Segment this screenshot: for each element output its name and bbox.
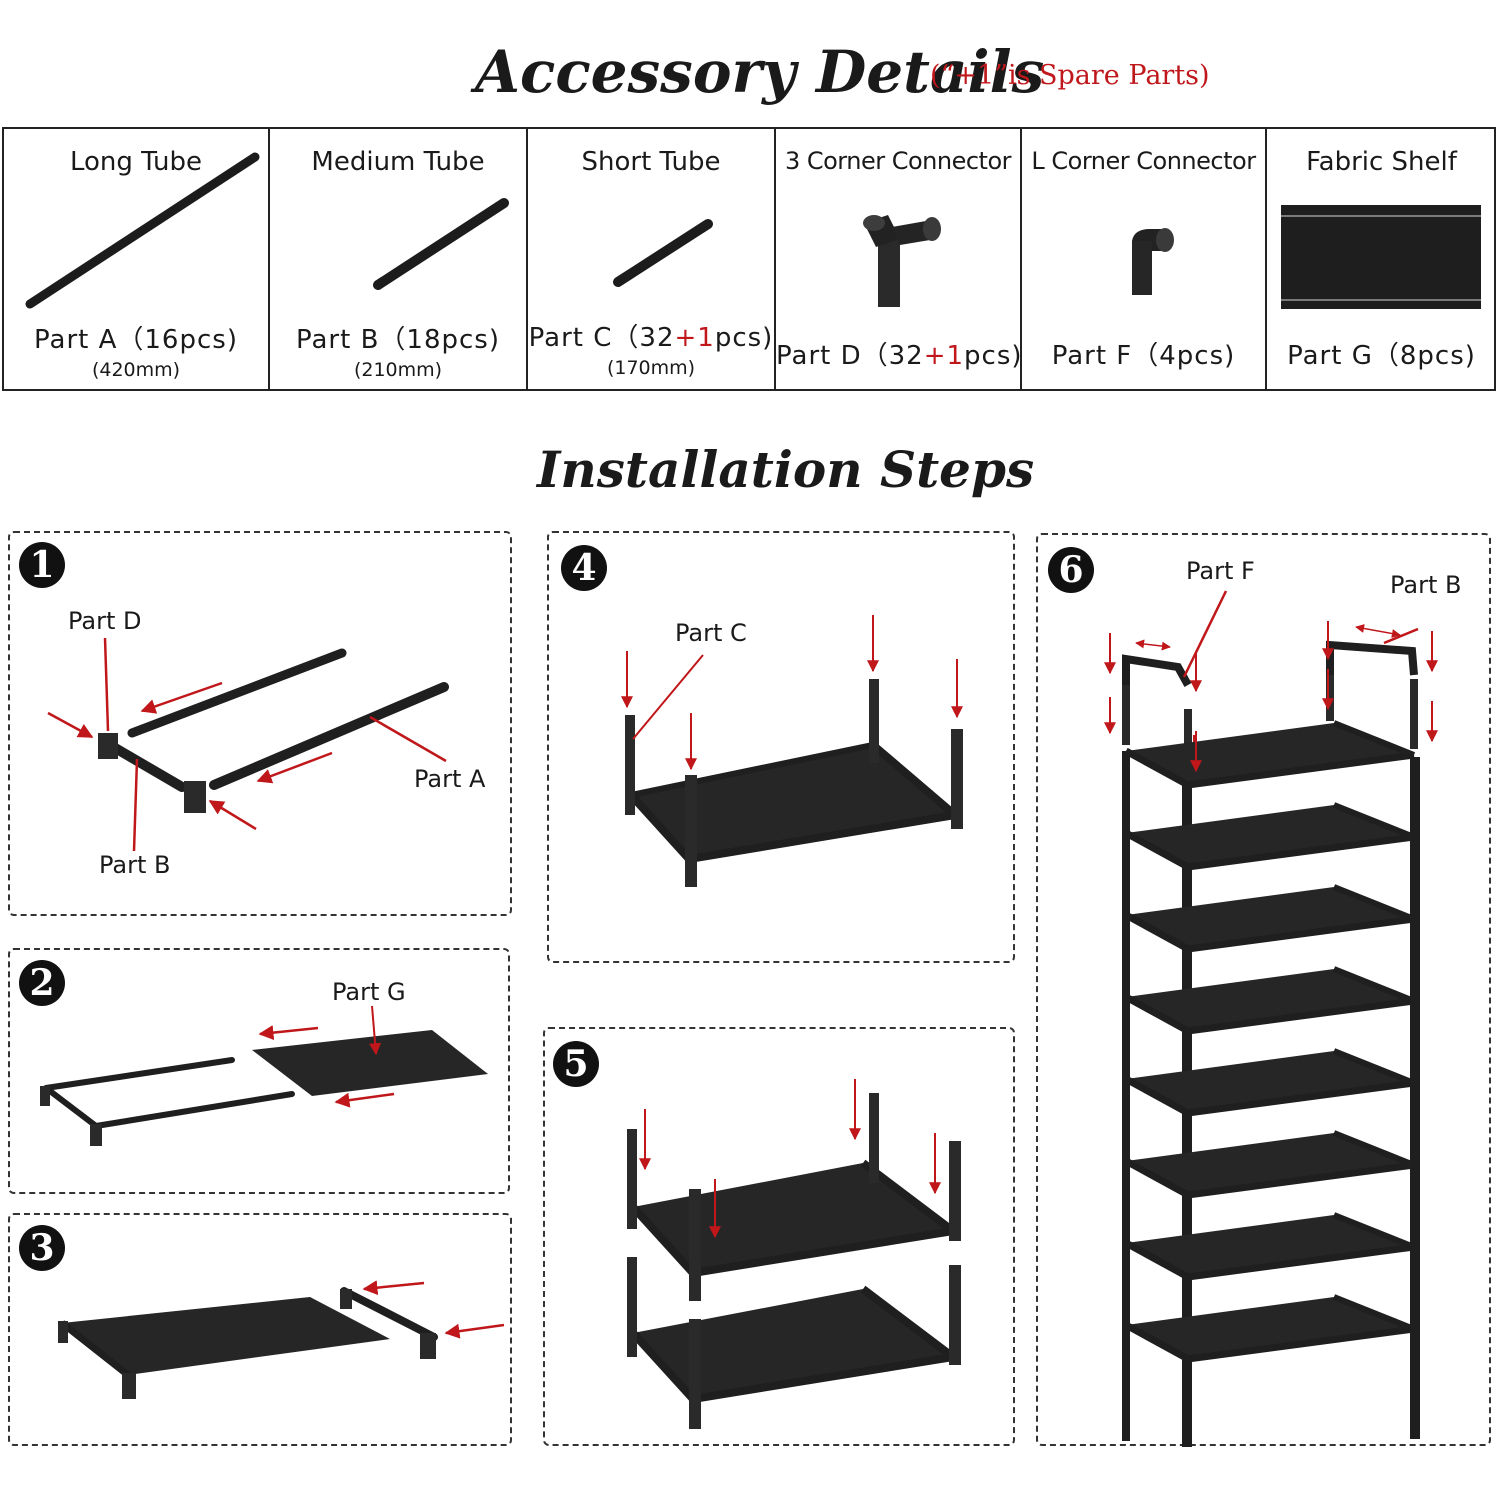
rack-shelf bbox=[1126, 887, 1414, 949]
step-1-panel: 1 Part D Part A Part B bbox=[8, 531, 512, 916]
rack-shelf-frame bbox=[1332, 1212, 1416, 1250]
accessory-part: Part A（16pcs) bbox=[34, 325, 238, 355]
rack-shelf-frame bbox=[1124, 911, 1415, 953]
rack-shelf bbox=[1126, 805, 1414, 867]
label-part-a: Part A bbox=[414, 765, 486, 793]
step-2-panel: 2 Part G bbox=[8, 948, 510, 1194]
label-part-f: Part F bbox=[1186, 557, 1255, 585]
step-6-illustration bbox=[1104, 590, 1438, 1447]
step-5-illustration bbox=[627, 1079, 961, 1429]
accessory-fabric-shelf: Fabric Shelf Part G（8pcs) bbox=[1267, 129, 1496, 389]
step-number: 2 bbox=[19, 960, 65, 1006]
step-4-panel: 4 Part C bbox=[547, 531, 1015, 963]
accessory-name: Short Tube bbox=[581, 147, 721, 177]
installation-title: Installation Steps bbox=[537, 440, 1035, 499]
step-number: 4 bbox=[561, 545, 607, 591]
rack-shelf bbox=[1126, 1215, 1414, 1277]
long-tube-icon bbox=[25, 152, 260, 309]
accessory-short-tube: Short Tube Part C（32+1pcs) (170mm) bbox=[528, 129, 776, 389]
step-number: 1 bbox=[19, 542, 65, 588]
step-5-panel: 5 bbox=[543, 1027, 1015, 1446]
rack-shelf bbox=[1126, 969, 1414, 1031]
rack-shelf-frame bbox=[1124, 829, 1415, 871]
label-part-b: Part B bbox=[99, 851, 171, 879]
label-part-g: Part G bbox=[332, 978, 406, 1006]
label-part-b: Part B bbox=[1390, 571, 1462, 599]
rack-shelf-frame bbox=[1124, 1321, 1415, 1363]
rack-shelf-frame bbox=[1332, 1294, 1416, 1332]
accessory-medium-tube: Medium Tube Part B（18pcs) (210mm) bbox=[270, 129, 528, 389]
accessory-table: Long Tube Part A（16pcs) (420mm) Medium T… bbox=[2, 127, 1496, 391]
accessory-length: (420mm) bbox=[91, 359, 181, 381]
rack-shelf-frame bbox=[1332, 884, 1416, 922]
rack-shelf-frame bbox=[1332, 802, 1416, 840]
short-tube-icon bbox=[613, 219, 713, 287]
l-corner-connector-icon bbox=[1132, 228, 1174, 295]
rack-shelf bbox=[1126, 1297, 1414, 1359]
accessory-name: L Corner Connector bbox=[1031, 147, 1256, 175]
rack-shelf-frame bbox=[1124, 1239, 1415, 1281]
step-number: 5 bbox=[553, 1041, 599, 1087]
rack-shelf-frame bbox=[1124, 1157, 1415, 1199]
rack-shelf-frame bbox=[1124, 993, 1415, 1035]
rack-shelf-frame bbox=[1332, 1048, 1416, 1086]
rack-shelf-frame bbox=[1332, 966, 1416, 1004]
label-part-c: Part C bbox=[675, 619, 747, 647]
medium-tube-icon bbox=[373, 198, 509, 290]
accessory-name: 3 Corner Connector bbox=[784, 147, 1012, 175]
step-3-panel: 3 bbox=[8, 1213, 512, 1446]
rack-post bbox=[1410, 757, 1420, 1439]
accessory-part: Part C（32+1pcs) bbox=[528, 323, 774, 353]
step-2-illustration bbox=[40, 1005, 488, 1146]
accessory-name: Medium Tube bbox=[311, 147, 485, 177]
accessory-part: Part G（8pcs) bbox=[1287, 341, 1476, 371]
accessory-length: (170mm) bbox=[606, 357, 696, 379]
step-number: 3 bbox=[19, 1225, 65, 1271]
rack-shelf-frame bbox=[1124, 747, 1415, 789]
accessory-l-corner-connector: L Corner Connector Part F（4pcs) bbox=[1022, 129, 1267, 389]
rack-shelf-frame bbox=[1124, 1075, 1415, 1117]
accessory-3-corner-connector: 3 Corner Connector Part D（32+1pcs) bbox=[776, 129, 1022, 389]
accessory-long-tube: Long Tube Part A（16pcs) (420mm) bbox=[4, 129, 270, 389]
three-corner-connector-icon bbox=[863, 215, 941, 307]
accessory-part: Part B（18pcs) bbox=[295, 325, 500, 355]
rack-shelf bbox=[1126, 1133, 1414, 1195]
accessory-name: Fabric Shelf bbox=[1306, 147, 1457, 177]
spare-parts-note: (“+1”is Spare Parts) bbox=[930, 60, 1210, 91]
accessory-length: (210mm) bbox=[353, 359, 443, 381]
label-part-d: Part D bbox=[68, 607, 142, 635]
step-6-panel: 6 Part F Part B bbox=[1036, 533, 1491, 1447]
step-number: 6 bbox=[1048, 547, 1094, 593]
rack-shelf bbox=[1126, 1051, 1414, 1113]
step-1-illustration bbox=[47, 637, 449, 852]
fabric-shelf-icon bbox=[1281, 205, 1481, 309]
step-3-illustration bbox=[58, 1280, 505, 1399]
accessory-name: Long Tube bbox=[69, 147, 203, 177]
accessory-title: Accessory Details bbox=[475, 38, 1045, 106]
accessory-part: Part F（4pcs) bbox=[1051, 341, 1236, 371]
rack-post bbox=[1122, 751, 1130, 1441]
step-4-illustration bbox=[621, 615, 963, 887]
rack-shelf-frame bbox=[1332, 720, 1416, 758]
accessory-part: Part D（32+1pcs) bbox=[776, 341, 1023, 371]
rack-shelf-frame bbox=[1332, 1130, 1416, 1168]
